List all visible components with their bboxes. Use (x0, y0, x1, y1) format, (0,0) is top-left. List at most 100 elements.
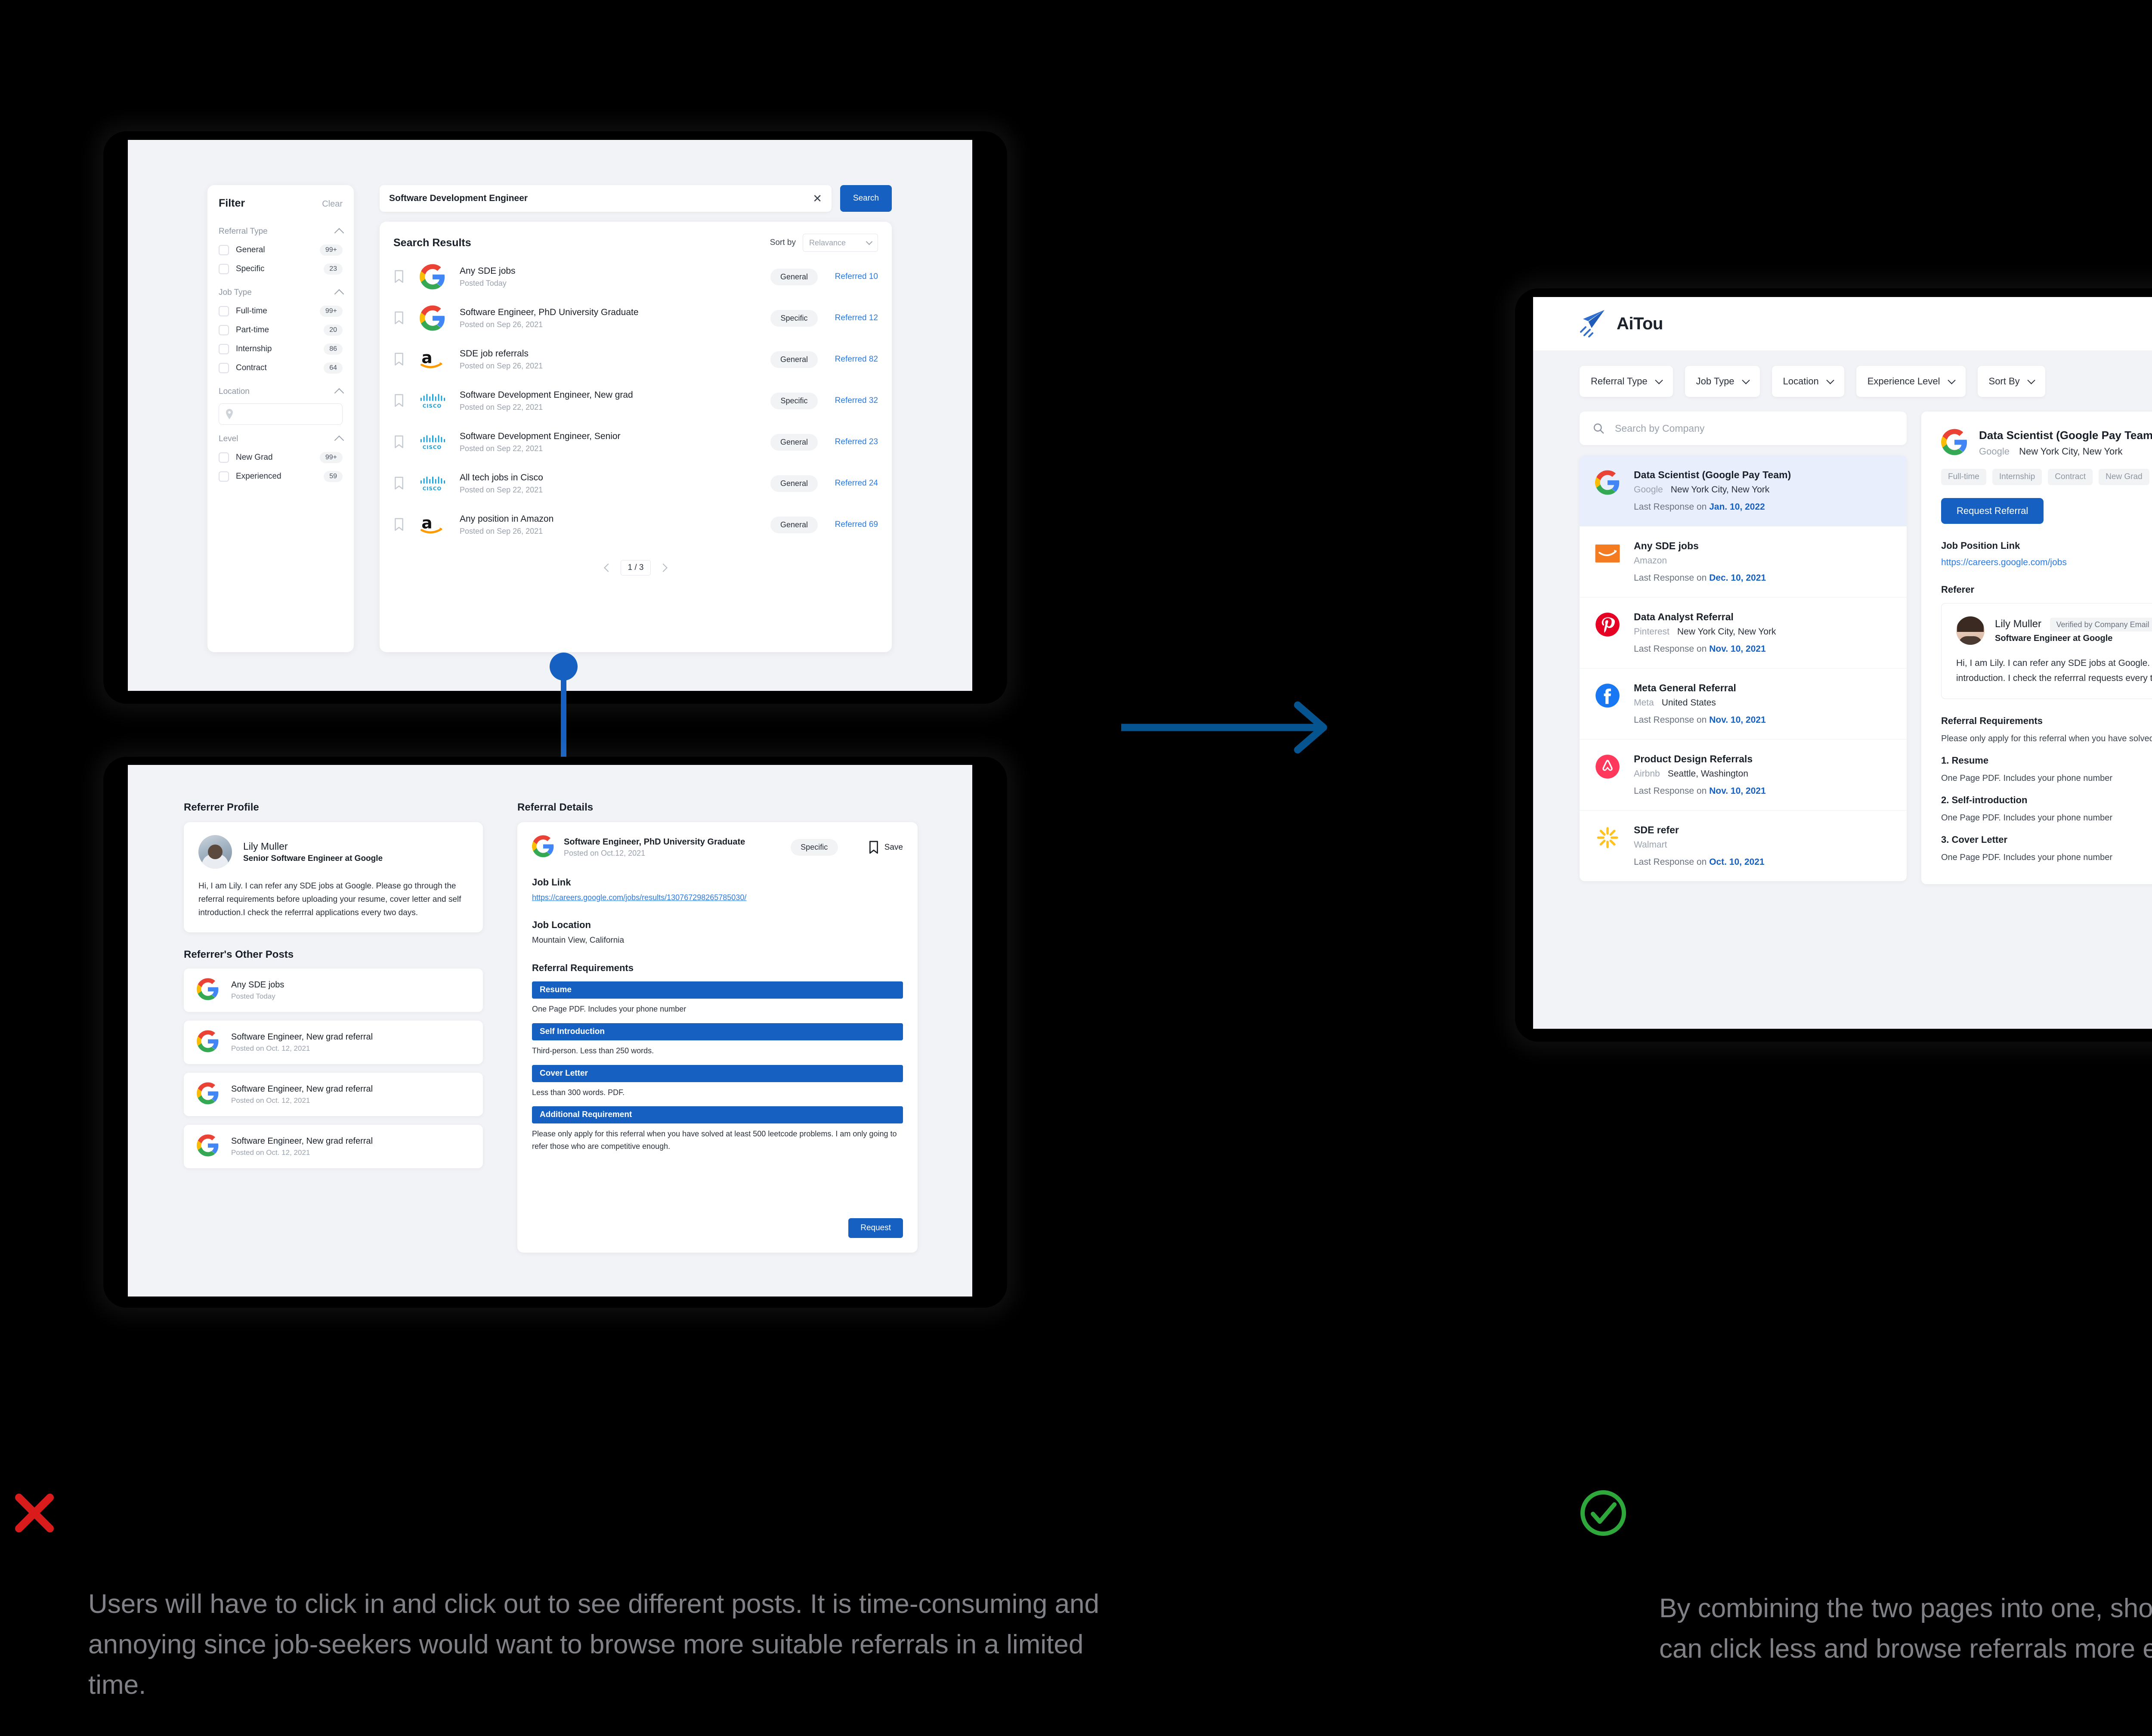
company-search-placeholder: Search by Company (1615, 422, 1705, 434)
referred-count-link[interactable]: Referred 24 (835, 479, 878, 488)
filter-option-new-grad[interactable]: New Grad 99+ (219, 448, 343, 467)
connector-dot (550, 653, 578, 681)
filter-dropdown-job-type[interactable]: Job Type (1685, 366, 1760, 397)
filter-group-header[interactable]: Level (219, 428, 344, 448)
request-referral-button[interactable]: Request Referral (1941, 498, 2044, 524)
checkbox[interactable] (219, 245, 229, 255)
brand-logo[interactable]: AiTou (1580, 308, 1663, 339)
detail-title: Software Engineer, PhD University Gradua… (564, 837, 745, 847)
transition-arrow-icon (1121, 701, 1327, 754)
list-item[interactable]: Software Engineer, New grad referral Pos… (184, 1073, 483, 1117)
checkbox[interactable] (219, 452, 229, 463)
filter-option-specific[interactable]: Specific 23 (219, 260, 343, 279)
referred-count-link[interactable]: Referred 69 (835, 520, 878, 529)
job-link[interactable]: https://careers.google.com/jobs/results/… (532, 893, 747, 902)
page-indicator: 1 / 3 (620, 560, 651, 576)
referral-card[interactable]: SDE refer Walmart Last Response on Oct. … (1580, 811, 1907, 881)
checkbox[interactable] (219, 344, 229, 354)
svg-text:a: a (421, 349, 432, 367)
result-title: Software Engineer, PhD University Gradua… (460, 307, 639, 317)
referral-cards-column: Search by Company Data Scientist (Google… (1580, 412, 1907, 884)
table-row[interactable]: Software Engineer, PhD University Gradua… (393, 297, 878, 339)
filter-label: Sort By (1988, 376, 2020, 387)
filter-dropdown-location[interactable]: Location (1772, 366, 1844, 397)
requirement-item: Cover Letter Less than 300 words. PDF. (532, 1064, 903, 1099)
table-row[interactable]: CISCO Software Development Engineer, New… (393, 380, 878, 421)
filter-option-full-time[interactable]: Full-time 99+ (219, 302, 343, 321)
bookmark-icon[interactable] (393, 394, 405, 408)
bookmark-icon[interactable] (393, 353, 405, 366)
referral-detail-panel: Data Scientist (Google Pay Team) Google … (1921, 412, 2152, 885)
checkbox[interactable] (219, 471, 229, 482)
post-text: Software Engineer, New grad referral Pos… (231, 1084, 373, 1105)
requirement-item: 2. Self-introduction One Page PDF. Inclu… (1941, 795, 2152, 825)
filter-dropdown-sort-by[interactable]: Sort By (1977, 366, 2045, 397)
referred-count-link[interactable]: Referred 10 (835, 272, 878, 281)
result-title: Software Development Engineer, Senior (460, 431, 621, 441)
prev-page-icon[interactable] (603, 563, 612, 572)
filter-option-general[interactable]: General 99+ (219, 241, 343, 260)
requirement-text: One Page PDF. Includes your phone number (532, 1005, 686, 1013)
referred-count-link[interactable]: Referred 82 (835, 355, 878, 364)
sort-select[interactable]: Relavance (803, 234, 878, 252)
filter-option-label: Full-time (236, 306, 267, 316)
filter-option-part-time[interactable]: Part-time 20 (219, 321, 343, 340)
checkbox[interactable] (219, 264, 229, 274)
table-row[interactable]: Any SDE jobs Posted Today General Referr… (393, 256, 878, 297)
card-title: SDE refer (1634, 824, 1679, 836)
filter-option-experienced[interactable]: Experienced 59 (219, 467, 343, 486)
job-position-link[interactable]: https://careers.google.com/jobs (1941, 557, 2067, 567)
referral-card[interactable]: Any SDE jobs Amazon Last Response on Dec… (1580, 526, 1907, 597)
checkbox[interactable] (219, 306, 229, 316)
filter-group-header[interactable]: Location (219, 381, 344, 401)
checkbox[interactable] (219, 363, 229, 373)
bookmark-icon[interactable] (393, 477, 405, 490)
list-item[interactable]: Software Engineer, New grad referral Pos… (184, 1021, 483, 1064)
next-page-icon[interactable] (659, 563, 668, 572)
request-button[interactable]: Request (848, 1218, 903, 1238)
location-input[interactable] (219, 403, 343, 425)
filter-group-header[interactable]: Job Type (219, 282, 344, 302)
filter-group-level: Level New Grad 99+ Experienced 59 (219, 428, 344, 486)
bookmark-icon[interactable] (393, 311, 405, 325)
result-posted: Posted on Sep 26, 2021 (460, 320, 543, 329)
referred-count-link[interactable]: Referred 32 (835, 396, 878, 405)
list-item[interactable]: Any SDE jobs Posted Today (184, 969, 483, 1012)
company-search-input[interactable]: Search by Company (1580, 412, 1907, 445)
filter-group-header[interactable]: Referral Type (219, 221, 344, 241)
search-bar: Software Development Engineer ✕ Search (380, 185, 892, 212)
filter-clear-button[interactable]: Clear (322, 199, 343, 209)
filter-group-location: Location (219, 381, 344, 425)
filter-dropdown-experience-level[interactable]: Experience Level (1856, 366, 1966, 397)
referer-name-row: Lily Muller Verified by Company Email (1995, 617, 2152, 631)
search-input[interactable]: Software Development Engineer ✕ (380, 185, 832, 212)
filter-option-contract[interactable]: Contract 64 (219, 359, 343, 378)
result-posted: Posted on Sep 26, 2021 (460, 362, 543, 371)
table-row[interactable]: CISCO Software Development Engineer, Sen… (393, 421, 878, 463)
other-posts-heading: Referrer's Other Posts (184, 949, 294, 961)
filter-option-count: 86 (324, 343, 343, 355)
bookmark-icon[interactable] (393, 435, 405, 449)
filter-option-internship[interactable]: Internship 86 (219, 340, 343, 359)
filter-dropdown-referral-type[interactable]: Referral Type (1580, 366, 1673, 397)
company-logo (1594, 824, 1621, 851)
checkbox[interactable] (219, 325, 229, 335)
table-row[interactable]: a SDE job referrals Posted on Sep 26, 20… (393, 339, 878, 380)
result-title: Any SDE jobs (460, 266, 516, 276)
bookmark-icon[interactable] (393, 270, 405, 284)
table-row[interactable]: CISCO All tech jobs in Cisco Posted on S… (393, 463, 878, 504)
search-button[interactable]: Search (840, 185, 892, 212)
referred-count-link[interactable]: Referred 12 (835, 313, 878, 322)
referred-count-link[interactable]: Referred 23 (835, 437, 878, 446)
table-row[interactable]: a Any position in Amazon Posted on Sep 2… (393, 504, 878, 545)
filter-group-referral-type: Referral Type General 99+ Specific 23 (219, 221, 344, 279)
bookmark-icon[interactable] (393, 518, 405, 532)
save-button[interactable]: Save (868, 840, 903, 854)
clear-icon[interactable]: ✕ (813, 192, 822, 205)
list-item[interactable]: Software Engineer, New grad referral Pos… (184, 1125, 483, 1169)
